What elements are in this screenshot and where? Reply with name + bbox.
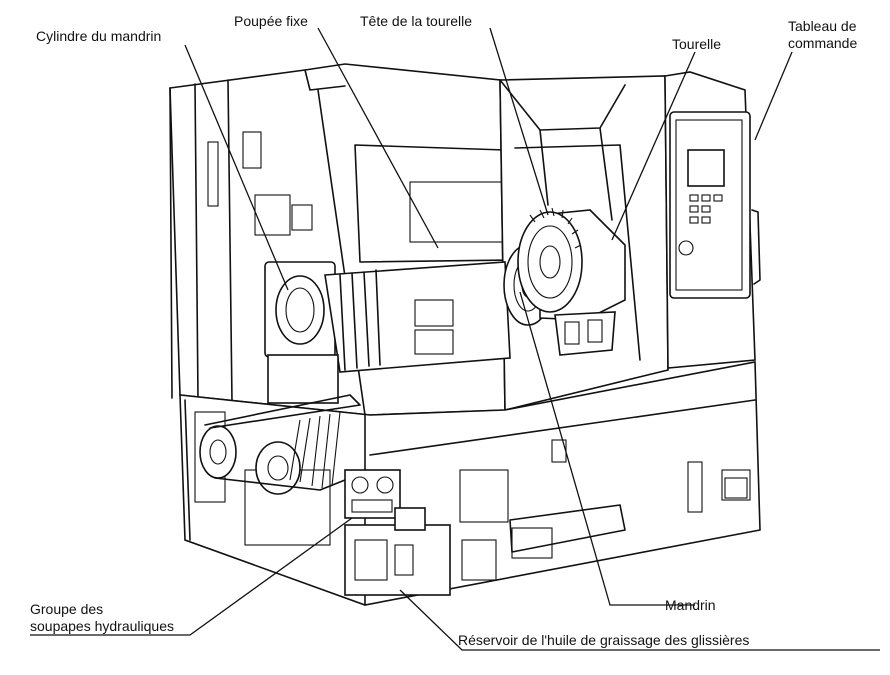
leader-turret	[611, 51, 696, 241]
leader-lines	[30, 27, 880, 651]
label-turret: Tourelle	[672, 36, 722, 52]
label-hydraulic-valves-line2: soupapes hydrauliques	[30, 618, 174, 634]
leader-turret-head	[489, 27, 549, 216]
leader-chuck	[519, 291, 695, 606]
leader-hydraulic-valves	[30, 517, 353, 636]
machine-body	[169, 63, 761, 606]
hydraulics-assembly	[344, 469, 451, 596]
headstock-assembly	[264, 261, 511, 404]
leader-oil-tank	[399, 589, 880, 651]
label-chuck: Mandrin	[665, 597, 716, 613]
turret-assembly	[517, 207, 626, 356]
belt-drive	[199, 394, 361, 495]
label-turret-head: Tête de la tourelle	[360, 13, 473, 29]
label-control-panel-line1: Tableau de	[788, 18, 857, 34]
label-chuck-cylinder: Cylindre du mandrin	[36, 28, 162, 44]
label-headstock: Poupée fixe	[234, 13, 308, 29]
label-control-panel-line2: commande	[788, 35, 858, 51]
leader-control-panel	[754, 51, 793, 141]
leader-headstock	[317, 27, 439, 249]
label-slide-oil-tank: Réservoir de l'huile de graissage des gl…	[458, 632, 750, 648]
label-hydraulic-valves-line1: Groupe des	[30, 601, 104, 617]
leader-chuck-cylinder	[184, 44, 289, 291]
